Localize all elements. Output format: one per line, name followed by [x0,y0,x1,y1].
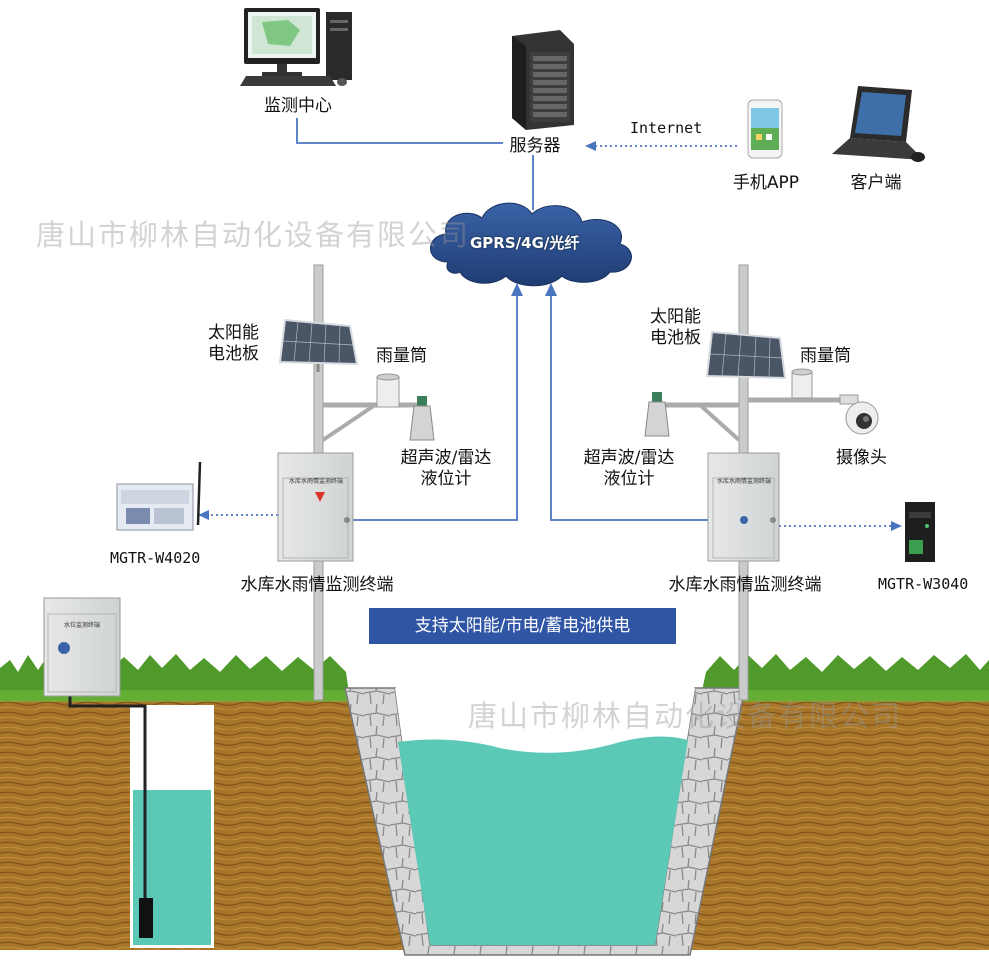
device-right-label: MGTR-W3040 [878,575,969,593]
server-icon [512,30,574,130]
left-rain-gauge [376,376,400,408]
left-level-sensor [409,396,435,441]
well-cabinet-plate: 水位监测终端 [63,622,101,629]
mobile-app-label: 手机APP [732,173,800,193]
right-level-sensor [644,392,670,437]
well-cabinet-logo [58,642,70,654]
monitor-center-computer-icon [240,8,352,86]
well-cabinet [43,597,121,697]
watermark-top: 唐山市柳林自动化设备有限公司 [36,218,471,252]
level-meter-left-label: 超声波/雷达 液位计 [400,448,492,490]
level-meter-right-label: 超声波/雷达 液位计 [583,448,675,490]
client-label: 客户端 [850,173,902,193]
links [198,118,902,531]
rain-gauge-left-label: 雨量筒 [376,346,427,366]
monitoring-well [43,597,214,948]
power-support-banner: 支持太阳能/市电/蓄电池供电 [369,608,676,644]
link-left-terminal [353,290,518,521]
device-left-label: MGTR-W4020 [110,549,201,567]
left-solar-panel [278,318,359,366]
laptop-icon [832,86,925,162]
mgtr-w4020-device-icon [116,461,202,531]
link-right-terminal [550,290,709,521]
left-terminal-cabinet [277,452,354,562]
mobile-phone-icon [747,99,783,159]
monitor-center-label: 监测中心 [264,96,332,116]
antenna [196,461,202,526]
grass-right [700,654,989,700]
watermark-bottom: 唐山市柳林自动化设备有限公司 [468,699,903,733]
solar-panel-left-label: 太阳能 电池板 [208,323,259,365]
server-label: 服务器 [509,136,561,156]
left-station [277,264,435,701]
left-cabinet-plate: 水库水雨情监测终端 [288,478,344,485]
terminal-left-label: 水库水雨情监测终端 [240,575,394,595]
right-station [644,264,879,701]
camera-icon [839,394,879,435]
network-label: GPRS/4G/光纤 [470,234,580,252]
right-rain-gauge [791,371,813,399]
right-terminal-cabinet [707,452,780,562]
reservoir-water [398,736,688,945]
reservoir [344,687,746,956]
camera-label: 摄像头 [836,448,887,468]
level-sensor [139,898,153,938]
network-cloud-icon [430,202,632,287]
internet-label: Internet [630,119,703,137]
right-cabinet-plate: 水库水雨情监测终端 [716,478,772,485]
right-solar-panel [705,330,787,380]
solar-panel-right-label: 太阳能 电池板 [650,307,701,349]
terminal-right-label: 水库水雨情监测终端 [668,575,822,595]
sensor-cable [68,696,147,900]
mgtr-w3040-device-icon [905,502,935,562]
rain-gauge-right-label: 雨量筒 [800,346,851,366]
link-monitor-server [296,118,503,144]
